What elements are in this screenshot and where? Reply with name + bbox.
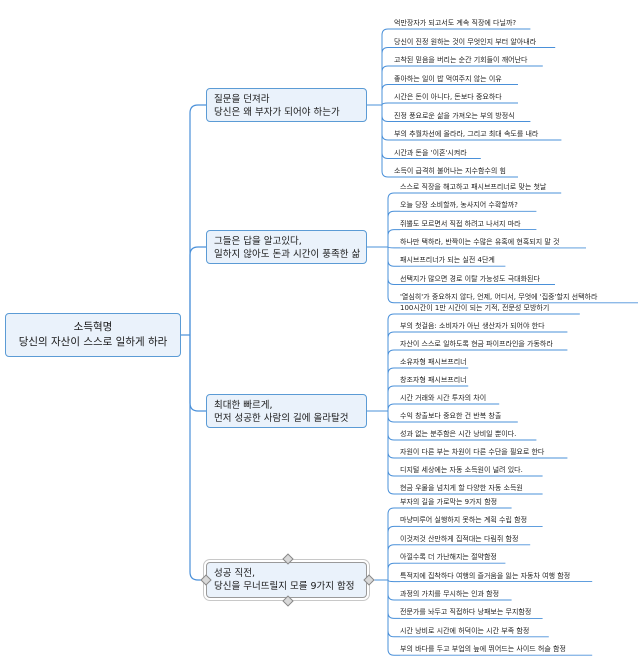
connector-line — [387, 367, 400, 411]
branch-topic-fastest-path[interactable]: 최대한 빠르게, 먼저 성공한 사람의 길에 올라탈것 — [206, 394, 367, 428]
leaf-topic[interactable]: 수익 창출보다 중요한 건 반복 창출 — [400, 412, 502, 420]
connector-line — [189, 104, 206, 335]
connector-line — [381, 105, 394, 178]
leaf-topic[interactable]: 100시간이 1만 시간이 되는 기적, 전문성 모방하기 — [400, 304, 550, 312]
branch-subtitle: 당신은 왜 부자가 되어야 하는가 — [214, 107, 340, 118]
leaf-topic[interactable]: 이것저것 산만하게 집적대는 다림쥐 함정 — [400, 534, 519, 543]
root-title: 소득혁명 — [73, 321, 113, 333]
connector-line — [387, 544, 400, 580]
connector-line — [387, 562, 400, 580]
leaf-topic[interactable]: 디지털 세상에는 자동 소득원이 널려 있다. — [400, 466, 523, 474]
leaf-topic[interactable]: 특적지에 집착하다 여행의 즐거움을 잃는 자동차 여행 함정 — [400, 571, 571, 580]
connector-line — [189, 335, 206, 581]
connector-line — [387, 246, 400, 249]
branch-title: 최대한 빠르게, — [214, 400, 273, 411]
branch-title: 질문을 던져라 — [214, 94, 270, 105]
branch-subtitle: 당신을 무너뜨릴지 모를 9가지 함정 — [214, 581, 355, 592]
leaf-topic[interactable]: 패시브프리너가 되는 실전 4단계 — [400, 256, 495, 265]
leaf-topic[interactable]: 선택지가 많으면 경로 이탈 가능성도 극대화된다 — [400, 274, 540, 283]
leaf-topic[interactable]: 부자의 길을 가로막는 9가지 함정 — [400, 498, 498, 506]
root-subtitle: 당신의 자산이 스스로 일하게 하라 — [18, 336, 168, 348]
leaf-topic[interactable]: 억만장자가 되고서도 계속 직장에 다닐까? — [394, 19, 517, 27]
leaf-topic[interactable]: 자산이 스스로 일하도록 현금 파이프라인을 가동하라 — [400, 340, 553, 348]
branch-title: 성공 직전, — [214, 568, 255, 579]
leaf-topic[interactable]: 과정의 가치를 무시하는 인과 함정 — [400, 590, 500, 598]
connector-line — [387, 507, 400, 580]
connector-line — [387, 525, 400, 580]
leaf-topic[interactable]: 소유자형 패시브프리너 — [400, 358, 467, 366]
leaf-topic[interactable]: 진정 풍요로운 삶을 가져오는 부의 방정식 — [394, 111, 515, 120]
connector-line — [387, 247, 400, 304]
connector-line — [381, 47, 394, 105]
connector-line — [387, 331, 400, 411]
leaf-topic[interactable]: 쥐뿔도 모르면서 직접 하려고 나서지 마라 — [400, 219, 521, 228]
connector-line — [381, 65, 394, 105]
leaf-topic[interactable]: '열심히'가 중요하지 않다, 언제, 어디서, 무엇에 '집중'할지 선택하라 — [400, 292, 598, 301]
leaf-topic[interactable]: 마냥미루어 실행하지 못하는 계획 수립 함정 — [400, 516, 528, 525]
connector-line — [387, 210, 400, 247]
leaf-topic[interactable]: 부의 바다를 두고 부업의 늪에 뛰어드는 사이드 허슬 함정 — [400, 645, 566, 654]
connector-line — [381, 84, 394, 105]
branch-title: 그들은 답을 알고있다, — [214, 236, 302, 247]
connector-line — [387, 349, 400, 411]
connector-line — [387, 403, 400, 411]
leaf-topic[interactable]: 당신이 진정 원하는 것이 무엇인지 부터 알아내라 — [394, 37, 537, 46]
leaf-topic[interactable]: 좋아하는 일이 밥 먹여주지 않는 이유 — [394, 74, 502, 83]
branch-subtitle: 일하지 않아도 돈과 시간이 풍족한 삶 — [214, 249, 361, 260]
leaf-topic[interactable]: 소득이 급격히 불어나는 지수함수의 힘 — [394, 167, 506, 175]
connector-line — [381, 102, 394, 106]
connector-line — [387, 313, 400, 411]
leaf-topic[interactable]: 시간 낭비로 시간에 허덕이는 시간 부족 함정 — [400, 626, 530, 635]
leaf-topic[interactable]: 자원이 다른 부는 차원이 다른 수단을 필요로 한다 — [400, 448, 545, 456]
leaf-topic[interactable]: 고착된 믿음을 버리는 순간 기회들이 깨어난다 — [394, 56, 528, 64]
connector-line — [387, 411, 400, 495]
leaf-topic[interactable]: 창조자형 패시브프리너 — [400, 376, 467, 384]
connector-line — [189, 246, 206, 335]
leaf-topic[interactable]: 아낄수록 더 가난해지는 절약함정 — [400, 553, 497, 562]
leaf-topic[interactable]: 성과 없는 분주함은 시간 낭비일 뿐이다. — [400, 430, 517, 438]
connector-line — [387, 229, 400, 247]
leaf-topic[interactable]: 부의 첫걸음: 소비자가 아닌 생산자가 되어야 한다 — [400, 322, 545, 330]
connector-line — [387, 192, 400, 247]
leaf-topic[interactable]: 스스로 직장을 해고하고 패시브프리너로 맞는 첫날 — [400, 183, 547, 191]
connector-line — [189, 335, 206, 412]
leaf-topic[interactable]: 부의 추월차선에 올라라, 그리고 최대 속도를 내라 — [394, 130, 539, 138]
branch-subtitle: 먼저 성공한 사람의 길에 올라탈것 — [214, 413, 349, 424]
leaf-topic[interactable]: 시간은 돈이 아니다, 돈보다 중요하다 — [394, 93, 502, 101]
leaf-topic[interactable]: 시간과 돈을 '이혼'시켜라 — [394, 148, 467, 157]
connector-line — [387, 580, 400, 656]
leaf-topic[interactable]: 시간 거래와 시간 투자의 차이 — [400, 394, 487, 402]
connector-line — [387, 385, 400, 411]
branch-topic-questions[interactable]: 질문을 던져라 당신은 왜 부자가 되어야 하는가 — [206, 88, 367, 122]
branch-topic-nine-traps[interactable]: 성공 직전, 당신을 무너뜨릴지 모를 9가지 함정 — [203, 559, 370, 601]
root-topic[interactable]: 소득혁명 당신의 자산이 스스로 일하게 하라 — [5, 313, 181, 357]
leaf-topic[interactable]: 현금 우물을 넘치게 할 다양한 자동 소득원 — [400, 484, 523, 492]
leaf-topic[interactable]: 전문가를 놔두고 직접하다 낭패보는 무지함정 — [400, 608, 532, 617]
branch-topic-answers[interactable]: 그들은 답을 알고있다, 일하지 않아도 돈과 시간이 풍족한 삶 — [206, 230, 367, 264]
leaf-topic[interactable]: 하나만 택하라, 반짝이는 수많은 유혹에 현혹되지 말 것 — [400, 237, 560, 246]
connector-line — [381, 28, 394, 105]
leaf-topic[interactable]: 오늘 당장 소비할까, 농사지어 수확할까? — [400, 201, 518, 210]
